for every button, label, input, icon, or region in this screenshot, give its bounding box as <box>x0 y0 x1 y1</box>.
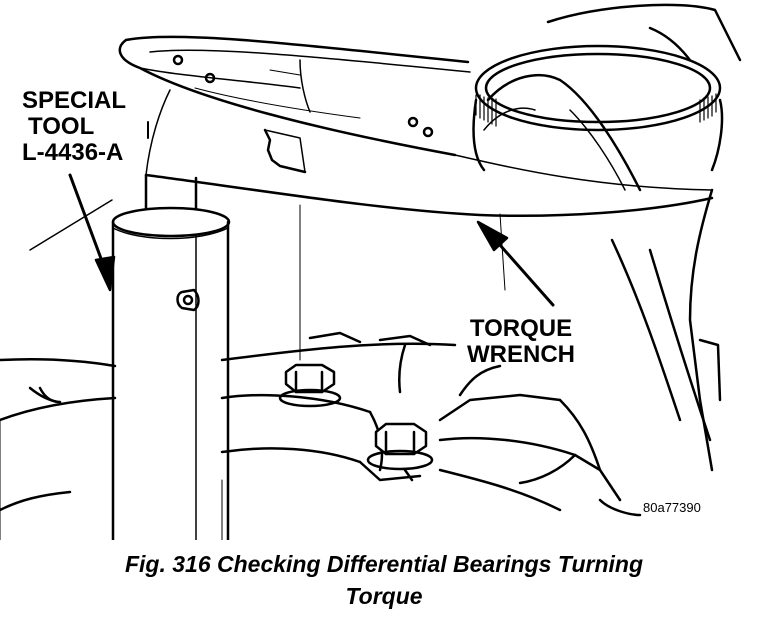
figure-caption-line1: Fig. 316 Checking Differential Bearings … <box>124 551 644 577</box>
bearing-cup <box>472 44 724 192</box>
special-tool-label: SPECIAL TOOL L-4436-A <box>22 88 126 166</box>
differential-carrier <box>0 331 642 540</box>
torque-wrench-beam <box>118 35 714 361</box>
figure-caption: Fig. 316 Checking Differential Bearings … <box>0 548 768 612</box>
special-tool-arrow <box>68 173 116 292</box>
special-tool-label-line2: TOOL <box>28 112 95 140</box>
bolt-rear <box>366 422 434 482</box>
special-tool-cylinder <box>111 173 231 540</box>
torque-wrench-label-line2: WRENCH <box>467 340 575 368</box>
figure-code: 80a77390 <box>643 500 701 515</box>
torque-wrench-arrow <box>476 220 555 307</box>
special-tool-label-line3: L-4436-A <box>22 138 124 166</box>
bolt-front <box>278 363 342 408</box>
torque-wrench-label: TORQUE WRENCH <box>467 316 575 368</box>
torque-wrench-label-line1: TORQUE <box>469 315 573 342</box>
differential-illustration <box>0 3 742 540</box>
figure-caption-line2: Torque <box>345 583 423 609</box>
special-tool-label-line1: SPECIAL <box>22 87 127 114</box>
housing-outline <box>29 3 742 472</box>
